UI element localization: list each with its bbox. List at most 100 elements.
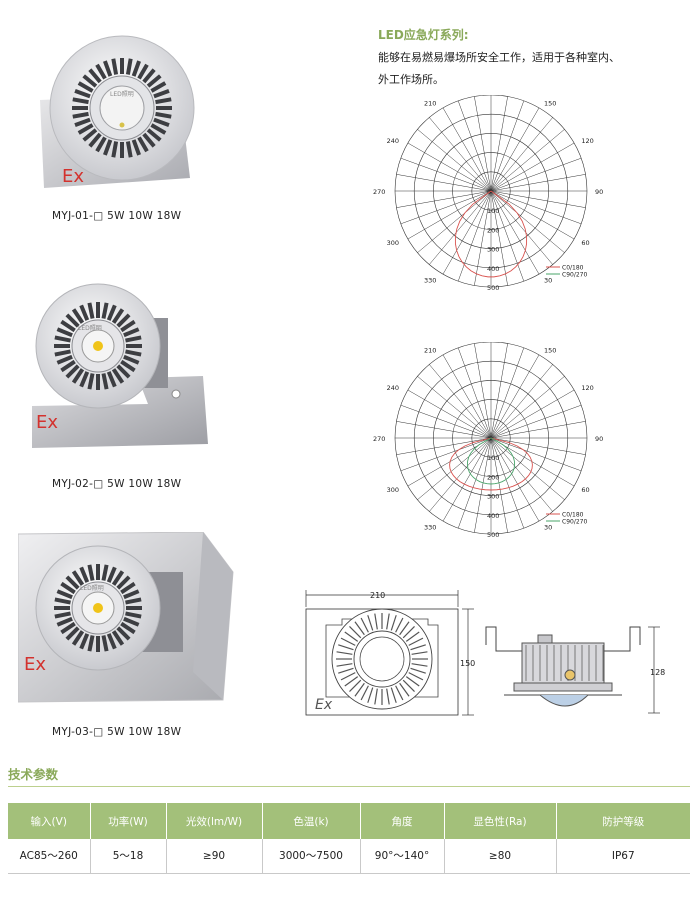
heat-sink-fin xyxy=(125,597,142,605)
polar-grid-spoke xyxy=(490,437,582,472)
heat-sink-fin xyxy=(131,60,141,77)
polar-angle-label: 240 xyxy=(387,384,399,392)
polar-grid-spoke xyxy=(490,421,586,439)
heat-sink-fin xyxy=(60,319,76,333)
polar-grid-spoke xyxy=(400,157,492,192)
polar-grid-spoke xyxy=(407,142,492,192)
lamp-label-3: LED照明 xyxy=(80,585,104,592)
drawing-fin-line xyxy=(367,687,374,703)
polar-angle-label: 150 xyxy=(544,347,556,355)
heat-sink-fin xyxy=(71,368,85,384)
heat-sink-fin xyxy=(95,136,107,153)
polar-grid-spoke xyxy=(490,354,540,439)
polar-grid-spoke xyxy=(429,190,492,265)
polar-grid-spoke xyxy=(407,389,492,439)
heat-sink-fin xyxy=(111,308,125,324)
drawing-fin-line xyxy=(390,615,397,631)
heat-sink-fin xyxy=(120,621,136,635)
polar-grid-spoke xyxy=(457,190,492,282)
polar-grid-spoke xyxy=(490,142,575,192)
legend-label: C0/180 xyxy=(562,512,584,519)
polar-angle-label: 300 xyxy=(387,239,399,247)
heat-sink-fin xyxy=(116,626,131,641)
heat-sink-fin xyxy=(56,616,73,627)
polar-angle-label: 90 xyxy=(595,188,603,196)
polar-curve xyxy=(454,190,528,278)
spec-cell: ≥90 xyxy=(166,839,263,874)
spec-header: 光效(lm/W) xyxy=(166,803,263,839)
polar-grid-spoke xyxy=(417,376,492,439)
spec-header: 角度 xyxy=(360,803,445,839)
polar-angle-label: 60 xyxy=(581,239,589,247)
product-image-1: LED照明 Ex xyxy=(30,30,200,195)
polar-grid-spoke xyxy=(490,190,586,208)
heat-sink-fin xyxy=(123,354,140,365)
heat-sink-fin xyxy=(116,575,131,590)
polar-grid-spoke xyxy=(429,364,492,439)
polar-grid-spoke xyxy=(400,437,492,472)
product-model-3: MYJ-03-□ 5W 10W 18W xyxy=(52,726,182,738)
spec-cell: AC85～260 xyxy=(8,839,91,874)
polar-grid-spoke xyxy=(442,437,492,522)
heat-sink-fin xyxy=(120,581,136,595)
drawing-fin-line xyxy=(344,676,359,687)
polar-radial-label: 100 xyxy=(487,454,499,462)
drawing-fin-line xyxy=(408,637,424,646)
spec-cell: 90°～140° xyxy=(360,839,445,874)
polar-grid-spoke xyxy=(417,129,492,192)
drawing-fin-line xyxy=(410,667,426,674)
spec-header: 输入(V) xyxy=(8,803,91,839)
heat-sink-fin xyxy=(123,616,140,627)
polar-grid-spoke xyxy=(490,364,553,439)
spec-divider xyxy=(8,786,690,787)
heat-sink-fin xyxy=(111,368,125,384)
heat-sink-fin xyxy=(60,621,76,635)
polar-grid-spoke xyxy=(490,437,553,512)
heat-sink-fin xyxy=(101,302,109,319)
polar-grid-spoke xyxy=(400,404,492,439)
drawing-fin-line xyxy=(399,621,410,636)
heat-sink-fin xyxy=(116,313,131,328)
drawing-fin-line xyxy=(349,679,362,692)
dim-height: 150 xyxy=(460,659,475,668)
heat-sink-fin xyxy=(87,635,95,652)
polar-radial-label: 200 xyxy=(487,226,499,234)
heat-sink-fin xyxy=(96,302,100,318)
heat-sink-fin xyxy=(96,564,100,580)
polar-radial-label: 400 xyxy=(487,265,499,273)
polar-radial-label: 200 xyxy=(487,473,499,481)
heat-sink-fin xyxy=(120,142,124,158)
polar-grid-spoke xyxy=(474,437,492,533)
polar-angle-label: 120 xyxy=(581,384,593,392)
polar-chart-1: 1801501209060303303002702402100100200300… xyxy=(366,86,626,300)
heat-sink-fin xyxy=(65,313,80,328)
drawing-fin-line xyxy=(386,613,390,630)
heat-sink-fin xyxy=(72,106,88,110)
spec-cell: 3000～7500 xyxy=(262,839,361,874)
drawing-fin-line xyxy=(349,626,362,639)
heat-sink-fin xyxy=(120,359,136,373)
heat-sink-fin xyxy=(87,564,95,581)
polar-angle-label: 120 xyxy=(581,137,593,145)
polar-grid-spoke xyxy=(429,437,492,512)
spec-row: AC85～260 5～18 ≥90 3000～7500 90°～140° ≥80… xyxy=(8,839,690,874)
series-desc-line1: 能够在易燃易爆场所安全工作，适用于各种室内、 xyxy=(378,51,620,64)
heat-sink-fin xyxy=(79,304,90,321)
heat-sink-fin xyxy=(106,633,117,650)
polar-grid-spoke xyxy=(490,389,575,439)
drawing-fin-line xyxy=(411,663,428,667)
heat-sink-fin xyxy=(54,597,71,605)
heat-sink-fin xyxy=(65,575,80,590)
heat-sink-fin xyxy=(56,354,73,365)
heat-sink-fin xyxy=(79,371,90,388)
polar-grid-spoke xyxy=(490,190,575,240)
polar-grid-spoke xyxy=(457,437,492,529)
dim-width: 210 xyxy=(370,591,385,600)
heat-sink-fin xyxy=(96,374,100,390)
heat-sink-fin xyxy=(74,117,91,127)
heat-sink-fin xyxy=(56,589,73,600)
heat-sink-fin xyxy=(125,349,142,357)
polar-grid-spoke xyxy=(490,190,553,265)
polar-radial-label: 500 xyxy=(487,531,499,539)
drawing-fin-line xyxy=(390,687,397,703)
